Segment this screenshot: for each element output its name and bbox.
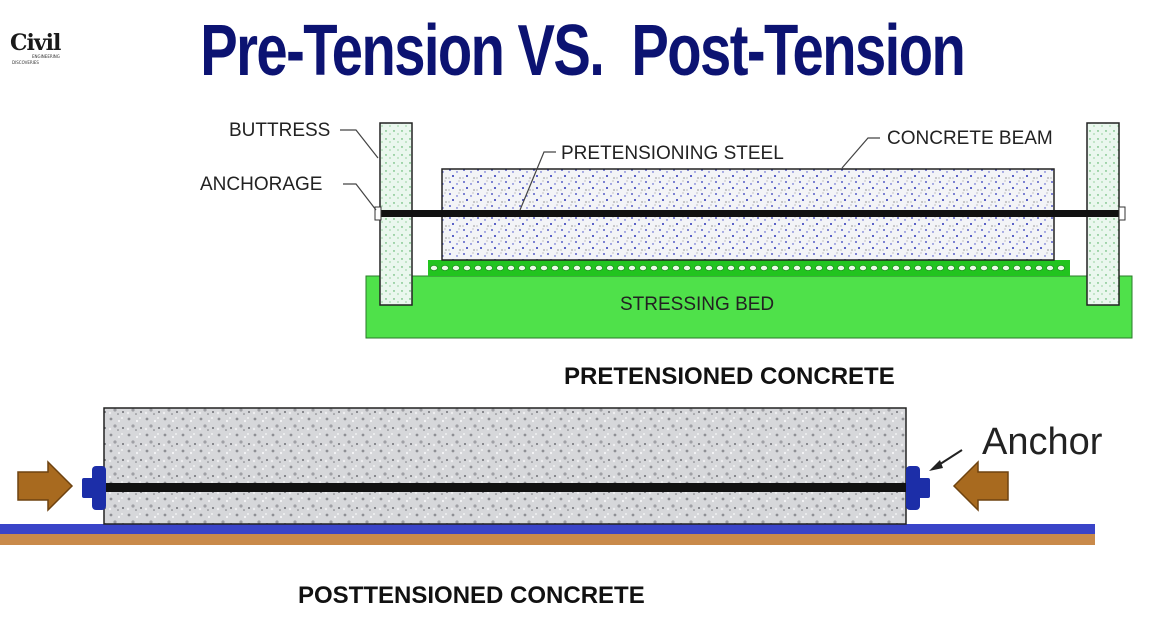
pretensioning-steel xyxy=(376,210,1124,217)
bed-top-dots xyxy=(429,264,1066,271)
anchor-nut-right xyxy=(918,478,930,498)
bed-dot xyxy=(991,264,1000,271)
bed-dot xyxy=(518,264,527,271)
label-stressing-bed: STRESSING BED xyxy=(620,294,774,315)
bed-dot xyxy=(980,264,989,271)
bed-dot xyxy=(529,264,538,271)
bed-dot xyxy=(958,264,967,271)
bed-dot xyxy=(892,264,901,271)
bed-dot xyxy=(1046,264,1055,271)
bed-dot xyxy=(870,264,879,271)
anchorage-right xyxy=(1118,206,1126,221)
bed-dot xyxy=(639,264,648,271)
bed-dot xyxy=(462,264,471,271)
label-anchorage: ANCHORAGE xyxy=(200,174,322,195)
caption-posttensioned: POSTTENSIONED CONCRETE xyxy=(298,582,645,609)
ground-blue xyxy=(0,524,1095,534)
ground-brown xyxy=(0,534,1095,545)
bed-dot xyxy=(1024,264,1033,271)
bed-dot xyxy=(429,264,438,271)
bed-dot xyxy=(859,264,868,271)
bed-dot xyxy=(804,264,813,271)
bed-dot xyxy=(506,264,515,271)
bed-dot xyxy=(573,264,582,271)
bed-dot xyxy=(826,264,835,271)
bed-dot xyxy=(661,264,670,271)
bed-dot xyxy=(760,264,769,271)
anchor-nut-left xyxy=(82,478,94,498)
bed-dot xyxy=(782,264,791,271)
posttension-beam xyxy=(103,407,907,525)
bed-dot xyxy=(925,264,934,271)
bed-dot xyxy=(837,264,846,271)
leader-anchorage xyxy=(343,183,377,211)
bed-dot xyxy=(628,264,637,271)
bed-dot xyxy=(606,264,615,271)
bed-dot xyxy=(672,264,681,271)
anchorage-left xyxy=(374,206,382,221)
bed-dot xyxy=(595,264,604,271)
bed-dot xyxy=(705,264,714,271)
bed-dot xyxy=(484,264,493,271)
bed-dot xyxy=(1057,264,1066,271)
bed-dot xyxy=(848,264,857,271)
bed-dot xyxy=(540,264,549,271)
label-pretensioning-steel: PRETENSIONING STEEL xyxy=(561,143,784,164)
leader-beam xyxy=(841,137,880,169)
leader-steel xyxy=(519,151,556,211)
logo-subtitle: ENGINEERING xyxy=(32,54,60,59)
bed-dot xyxy=(947,264,956,271)
bed-dot xyxy=(617,264,626,271)
bed-dot xyxy=(749,264,758,271)
bed-dot xyxy=(683,264,692,271)
leader-anchor-head xyxy=(929,460,943,471)
bed-dot xyxy=(1013,264,1022,271)
bed-dot xyxy=(650,264,659,271)
arrow-left-icon xyxy=(952,460,1009,512)
leader-buttress xyxy=(340,129,379,159)
bed-dot xyxy=(727,264,736,271)
bed-dot xyxy=(903,264,912,271)
bed-dot xyxy=(440,264,449,271)
bed-dot xyxy=(936,264,945,271)
bed-dot xyxy=(551,264,560,271)
bed-dot xyxy=(914,264,923,271)
bed-dot xyxy=(451,264,460,271)
bed-dot xyxy=(562,264,571,271)
bed-dot xyxy=(793,264,802,271)
arrow-right-icon xyxy=(17,460,74,512)
label-anchor: Anchor xyxy=(982,421,1103,463)
bed-dot xyxy=(1002,264,1011,271)
bed-dot xyxy=(969,264,978,271)
bed-dot xyxy=(495,264,504,271)
anchor-plate-right xyxy=(906,466,920,510)
label-concrete-beam: CONCRETE BEAM xyxy=(887,128,1053,149)
bed-dot xyxy=(1035,264,1044,271)
posttension-tendon xyxy=(86,483,926,492)
bed-dot xyxy=(716,264,725,271)
label-buttress: BUTTRESS xyxy=(229,120,330,141)
bed-dot xyxy=(584,264,593,271)
anchor-plate-left xyxy=(92,466,106,510)
bed-dot xyxy=(815,264,824,271)
caption-pretensioned: PRETENSIONED CONCRETE xyxy=(564,363,895,390)
stressing-bed xyxy=(365,275,1133,339)
bed-dot xyxy=(473,264,482,271)
bed-dot xyxy=(694,264,703,271)
bed-dot xyxy=(771,264,780,271)
logo-subtitle-2: DISCOVERIES xyxy=(12,60,39,65)
logo-text: Civil xyxy=(10,30,61,56)
bed-dot xyxy=(881,264,890,271)
bed-dot xyxy=(738,264,747,271)
logo: Civil ENGINEERING DISCOVERIES xyxy=(10,30,72,70)
page-title: Pre-Tension VS. Post-Tension xyxy=(200,11,966,91)
